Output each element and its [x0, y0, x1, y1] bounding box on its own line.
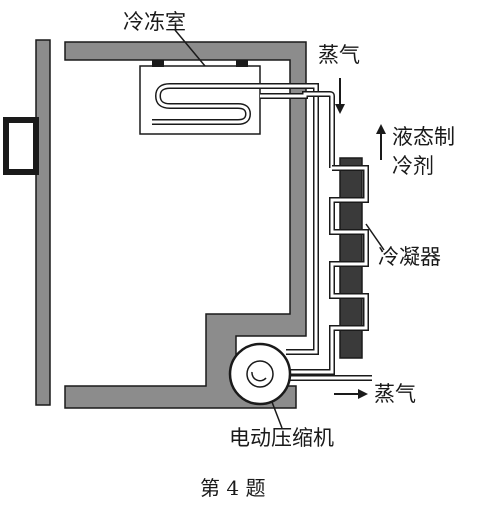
- liquid-refrigerant-label-line2: 冷剂: [392, 154, 434, 178]
- freezer-label: 冷冻室: [123, 10, 186, 34]
- liquid-pipe-inner: [260, 92, 334, 168]
- liquid-refrigerant-label: 液态制 冷剂: [392, 123, 455, 181]
- door-panel: [35, 39, 51, 406]
- vapor-bottom-label: 蒸气: [374, 382, 416, 406]
- vapor-right-arrowhead: [358, 389, 368, 399]
- compressor-rotor-arc: [251, 371, 267, 382]
- evaporator-coil-inner: [152, 84, 300, 124]
- compressor-label: 电动压缩机: [229, 426, 334, 450]
- vapor-top-label: 蒸气: [318, 43, 360, 67]
- condenser-coil-inner: [290, 166, 368, 374]
- compressor-housing: [228, 342, 292, 406]
- freezer-mount-left: [152, 60, 164, 67]
- liquid-refrigerant-label-line1: 液态制: [392, 125, 455, 149]
- liquid-up-arrowhead: [376, 124, 386, 134]
- condenser-plate: [339, 157, 363, 359]
- vapor-down-arrowhead: [335, 104, 345, 114]
- freezer-mount-right: [236, 60, 248, 67]
- condenser-leader-line: [365, 223, 385, 251]
- figure-caption: 第 4 题: [200, 476, 266, 500]
- compressor-rotor-outer: [246, 360, 274, 388]
- door-handle: [3, 117, 39, 175]
- freezer-leader-line: [174, 29, 206, 67]
- cabinet-wall: [64, 41, 307, 409]
- cabinet-interior-lower: [66, 313, 205, 385]
- condenser-label: 冷凝器: [378, 245, 441, 269]
- compressor-leader-line: [271, 401, 283, 429]
- vapor-pipe-to-compressor-inner: [286, 84, 318, 354]
